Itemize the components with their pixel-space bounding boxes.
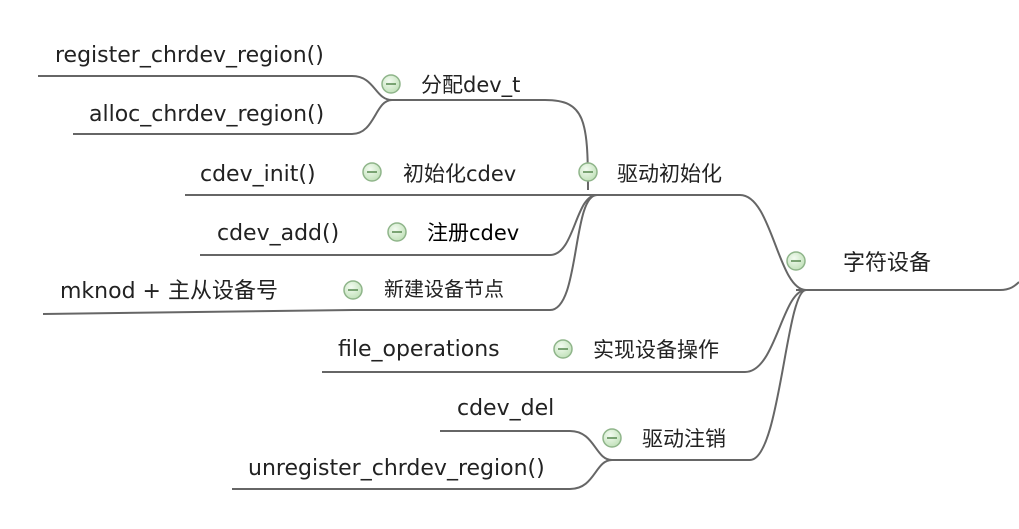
edge-root-to-driver-init xyxy=(597,194,807,291)
collapse-button-create-node[interactable] xyxy=(343,280,363,300)
node-driver-init-label[interactable]: 驱动初始化 xyxy=(617,162,722,186)
node-register-cdev-label[interactable]: 注册cdev xyxy=(427,221,519,245)
edge-root-to-driver-unregister xyxy=(612,289,807,461)
leaf-cdev-init[interactable]: cdev_init() xyxy=(200,162,316,187)
leaf-line-unregister-chrdev-region xyxy=(232,459,613,490)
collapse-button-init-cdev[interactable] xyxy=(362,162,382,182)
leaf-line-mknod xyxy=(42,309,354,315)
node-alloc-devt-label[interactable]: 分配dev_t xyxy=(421,73,520,98)
root-outgoing-line xyxy=(796,281,1019,291)
collapse-button-alloc-devt[interactable] xyxy=(381,74,401,94)
collapse-button-driver-init[interactable] xyxy=(578,162,598,182)
connectors xyxy=(38,75,1019,490)
leaf-line-register-chrdev-region xyxy=(38,75,393,101)
node-driver-unregister-label[interactable]: 驱动注销 xyxy=(642,427,726,451)
root-node-label[interactable]: 字符设备 xyxy=(843,251,931,276)
leaf-register-chrdev-region[interactable]: register_chrdev_region() xyxy=(55,43,324,68)
leaf-cdev-add[interactable]: cdev_add() xyxy=(217,221,339,246)
node-init-cdev-label[interactable]: 初始化cdev xyxy=(403,162,516,186)
leaf-line-alloc-chrdev-region xyxy=(73,99,393,135)
collapse-button-implement-ops[interactable] xyxy=(553,339,573,359)
collapse-button-register-cdev[interactable] xyxy=(387,222,407,242)
leaf-cdev-del[interactable]: cdev_del xyxy=(457,396,554,421)
collapse-button-root[interactable] xyxy=(786,251,806,271)
collapse-button-driver-unregister[interactable] xyxy=(602,428,622,448)
leaf-line-cdev-del xyxy=(440,430,613,461)
node-create-node-label[interactable]: 新建设备节点 xyxy=(384,277,504,301)
leaf-unregister-chrdev-region[interactable]: unregister_chrdev_region() xyxy=(248,456,545,481)
leaf-mknod[interactable]: mknod + 主从设备号 xyxy=(60,279,278,304)
edge-driver-init-to-create-node xyxy=(353,194,598,311)
edge-root-to-implement-ops xyxy=(562,289,807,373)
leaf-alloc-chrdev-region[interactable]: alloc_chrdev_region() xyxy=(89,102,324,127)
leaf-file-operations[interactable]: file_operations xyxy=(338,337,500,362)
node-implement-ops-label[interactable]: 实现设备操作 xyxy=(593,338,719,362)
